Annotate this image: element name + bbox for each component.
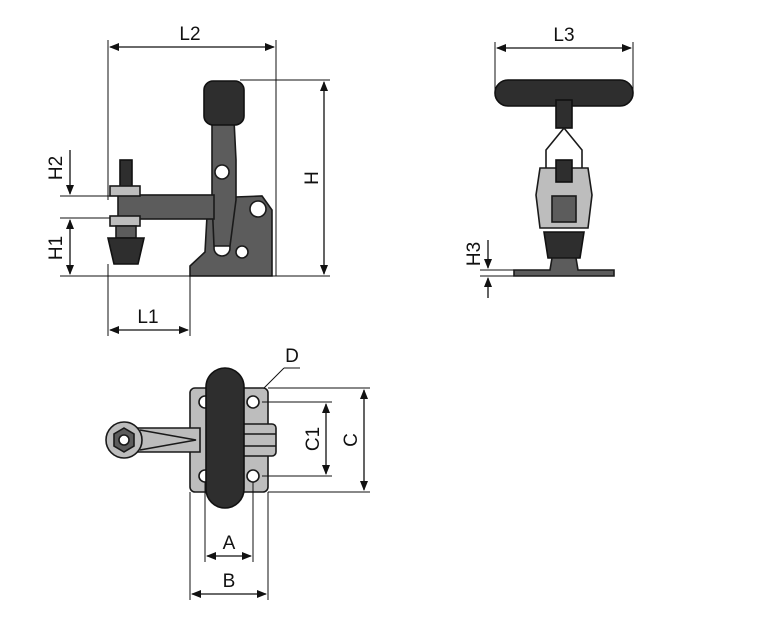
spindle-shaft (115, 225, 137, 239)
dim-label-A: A (223, 533, 236, 554)
dim-label-H1: H1 (46, 236, 67, 260)
spindle-nut-lower (109, 215, 141, 227)
dim-label-C: C (341, 433, 362, 447)
t-handle-stem (555, 99, 573, 129)
side-view: L2 H H2 H1 L1 (46, 24, 330, 336)
dim-label-H: H (302, 171, 323, 185)
center-block (551, 195, 577, 223)
pivot-pin-upper (249, 200, 267, 218)
dim-label-C1: C1 (303, 427, 324, 451)
spindle-nut-upper (109, 185, 141, 197)
front-view: L3 H3 (464, 25, 634, 298)
pressure-pad (106, 237, 146, 265)
spindle-front (555, 159, 573, 183)
dim-label-L1: L1 (137, 307, 158, 328)
pad-front (543, 231, 585, 259)
dim-label-D: D (285, 346, 299, 367)
handle-grip-top (205, 367, 245, 509)
pivot-pin-lower (235, 245, 249, 259)
dim-label-H3: H3 (464, 242, 485, 266)
dim-label-B: B (223, 571, 236, 592)
mount-hole-2 (246, 395, 260, 409)
dim-label-L2: L2 (179, 24, 200, 45)
handle-grip (203, 80, 245, 126)
mount-hole-4 (246, 469, 260, 483)
dim-label-L3: L3 (553, 25, 574, 46)
lever-pin (214, 164, 230, 180)
arm-slot (139, 429, 197, 451)
clamping-arm (117, 194, 215, 220)
dim-label-H2: H2 (46, 156, 67, 180)
spindle-hole (118, 434, 130, 446)
top-view: D C1 C A B (105, 346, 370, 600)
handle-lever (211, 119, 237, 247)
base-plate-front (513, 257, 615, 277)
